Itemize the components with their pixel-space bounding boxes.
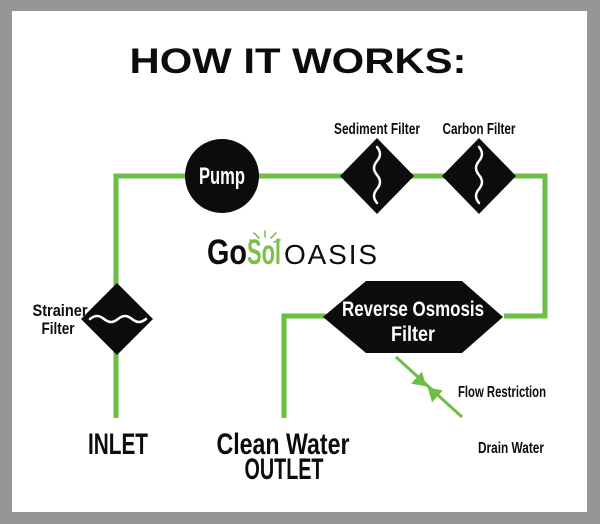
pump-label: Pump — [199, 163, 245, 190]
logo-go-text: Go — [207, 233, 247, 272]
diagram-panel — [12, 11, 587, 512]
drain-water-label: Drain Water — [478, 440, 544, 457]
pipe-outlet — [281, 313, 326, 418]
outlet-label-line2: OUTLET — [245, 453, 324, 486]
sun-rays-icon — [249, 230, 281, 243]
carbon-filter-node — [442, 138, 516, 214]
carbon-filter-label: Carbon Filter — [443, 121, 516, 138]
sediment-filter-node — [340, 138, 414, 214]
strainer-filter-label-line1: Strainer — [33, 301, 88, 320]
page-title: HOW IT WORKS: — [130, 42, 467, 81]
flow-restriction-arrow-downstream — [427, 387, 443, 403]
sediment-wave-icon — [372, 145, 382, 205]
pipe-drain — [394, 355, 464, 419]
flow-restriction-icon — [411, 371, 443, 403]
strainer-filter-label-line2: Filter — [42, 319, 75, 338]
gosol-oasis-logo: Go Sol OASIS — [207, 230, 377, 272]
inlet-label: INLET — [88, 428, 148, 461]
logo-sol-text: Sol — [247, 233, 281, 272]
pump-circle — [185, 139, 259, 213]
strainer-wave-icon — [88, 314, 148, 324]
strainer-filter-node — [81, 283, 153, 355]
pipe-main — [113, 173, 548, 319]
reverse-osmosis-node: Reverse Osmosis Filter — [323, 281, 503, 353]
reverse-osmosis-label-line2: Filter — [391, 322, 436, 346]
sediment-filter-label: Sediment Filter — [334, 121, 420, 138]
logo-oasis-text: OASIS — [284, 239, 377, 270]
carbon-wave-icon — [474, 145, 484, 205]
reverse-osmosis-hexagon — [323, 281, 503, 353]
flow-restriction-arrow-upstream — [411, 371, 427, 387]
flow-restriction-label: Flow Restriction — [458, 384, 546, 401]
reverse-osmosis-label-line1: Reverse Osmosis — [342, 297, 484, 321]
outlet-label-line1: Clean Water — [217, 428, 350, 461]
pump-node: Pump — [185, 139, 259, 213]
